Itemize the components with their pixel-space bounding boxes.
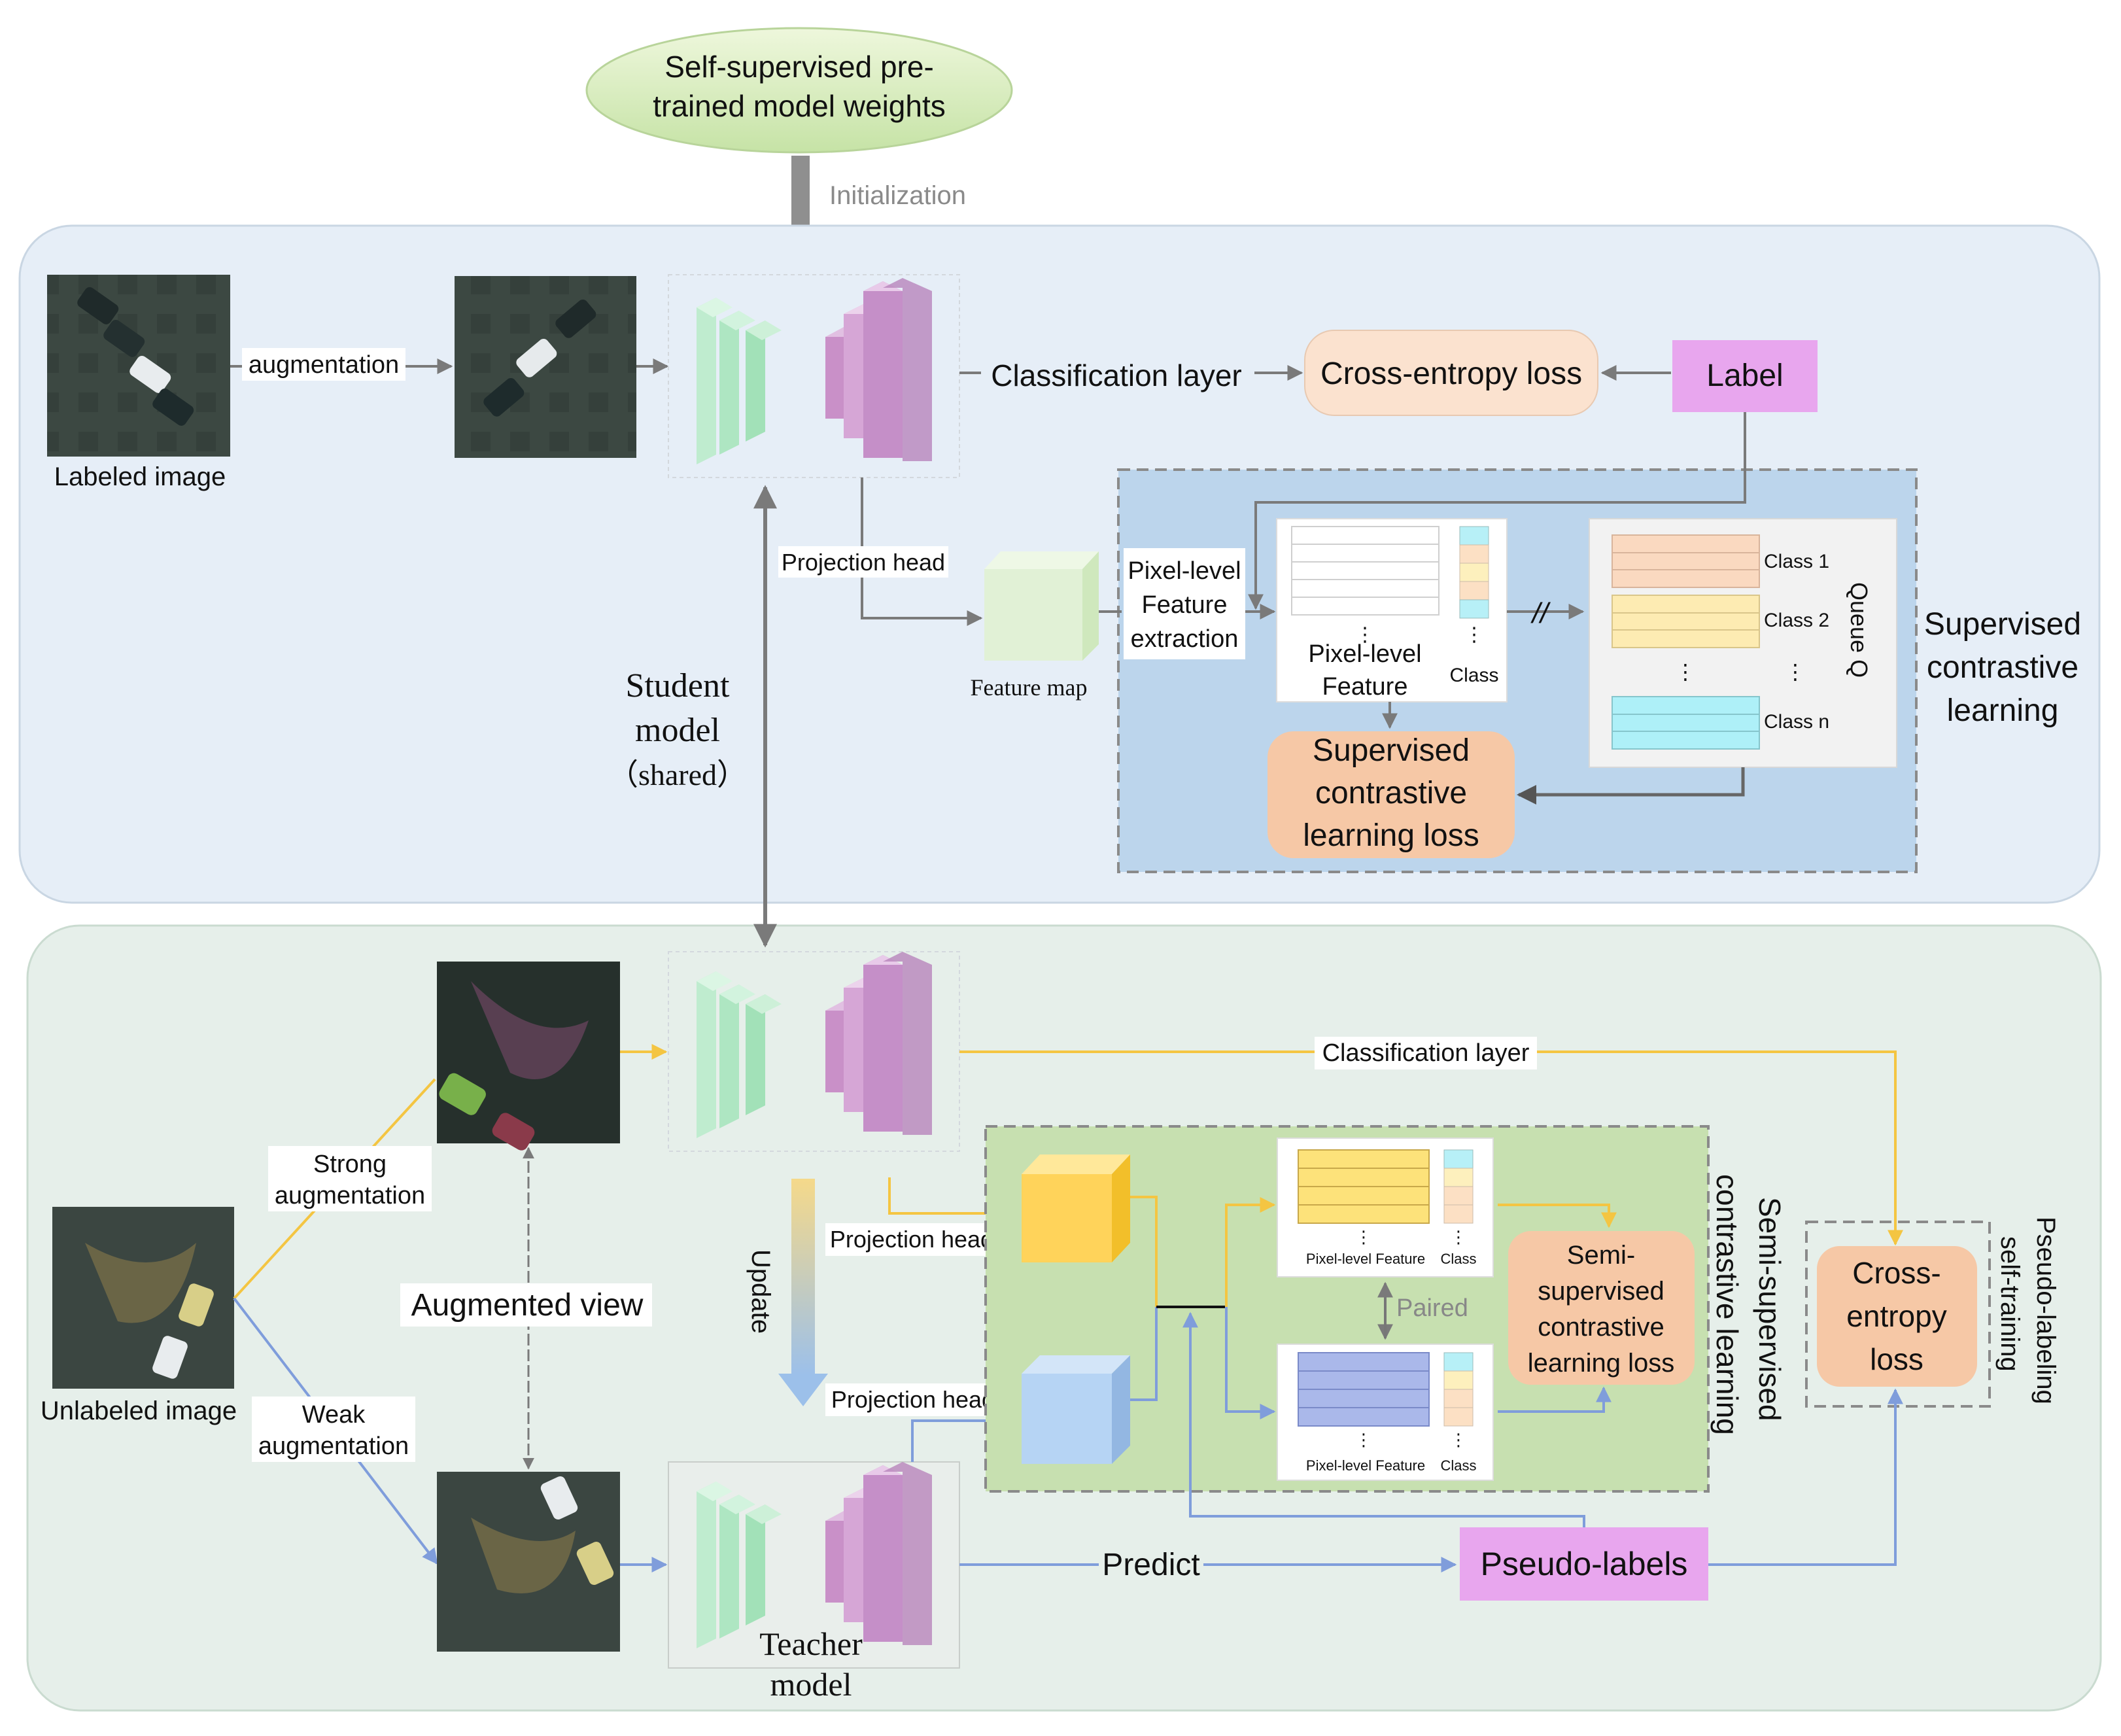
queue-q: ⋮ ⋮ Class 1 Class 2 Class n Queue Q xyxy=(1589,518,1897,768)
svg-text:⋮: ⋮ xyxy=(1450,1227,1467,1247)
semi-section-l2: contrastive learning xyxy=(1710,1174,1744,1435)
pixel-feature-strong: ⋮ ⋮ Pixel-level Feature Class xyxy=(1277,1137,1494,1277)
queue-class-2: Class 2 xyxy=(1764,610,1829,631)
classification-layer-top: Classification layer xyxy=(991,358,1241,392)
supervised-section-l2: contrastive xyxy=(1927,650,2078,685)
update-label: Update xyxy=(746,1249,775,1334)
cross-entropy-loss-top: Cross-entropy loss xyxy=(1304,330,1598,416)
student-model-top xyxy=(668,274,960,478)
teacher-model-l1: Teacher xyxy=(759,1625,863,1662)
pseudo-section-l1: Pseudo-labeling xyxy=(2031,1217,2060,1404)
supervised-section-l3: learning xyxy=(1947,693,2059,728)
queue-title: Queue Q xyxy=(1846,582,1872,678)
augmented-labeled-image xyxy=(455,276,636,458)
queue-class-1: Class 1 xyxy=(1764,551,1829,572)
svg-text:entropy: entropy xyxy=(1846,1299,1946,1333)
pixel-feature-weak: ⋮ ⋮ Pixel-level Feature Class xyxy=(1277,1344,1494,1481)
class-strong-label: Class xyxy=(1440,1251,1476,1267)
classification-layer-bottom: Classification layer xyxy=(1322,1039,1530,1067)
pixel-feature-strong-label: Pixel-level Feature xyxy=(1306,1251,1425,1267)
pixel-extraction-l1: Pixel-level xyxy=(1128,557,1241,585)
initialization-label: Initialization xyxy=(829,181,966,210)
unlabeled-image xyxy=(52,1207,234,1389)
label-box: Label xyxy=(1672,340,1818,412)
svg-text:⋮: ⋮ xyxy=(1355,624,1375,646)
svg-text:contrastive: contrastive xyxy=(1538,1313,1664,1342)
pixel-feature-weak-label: Pixel-level Feature xyxy=(1306,1457,1425,1474)
weak-aug-l2: augmentation xyxy=(258,1432,409,1460)
paired-label: Paired xyxy=(1396,1294,1468,1322)
teacher-model xyxy=(668,1461,960,1669)
pixel-extraction-l3: extraction xyxy=(1131,625,1239,653)
svg-text:Supervised: Supervised xyxy=(1313,733,1470,768)
pseudo-labeling-box xyxy=(1805,1221,1991,1408)
strong-aug-l1: Strong xyxy=(313,1151,387,1178)
svg-text:Self-supervised pre-: Self-supervised pre- xyxy=(664,50,934,84)
svg-text:Label: Label xyxy=(1706,358,1783,393)
class-weak-label: Class xyxy=(1440,1457,1476,1474)
yellow-cube xyxy=(1022,1154,1130,1262)
pretrained-weights-node: Self-supervised pre- trained model weigh… xyxy=(585,27,1013,154)
class-label-top: Class xyxy=(1449,665,1498,686)
projection-head-top: Projection head xyxy=(782,549,945,576)
svg-text:contrastive: contrastive xyxy=(1315,776,1467,810)
projection-head-weak: Projection head xyxy=(831,1386,995,1413)
svg-text:Pseudo-labels: Pseudo-labels xyxy=(1481,1546,1688,1582)
svg-text:supervised: supervised xyxy=(1538,1277,1664,1306)
svg-text:⋮: ⋮ xyxy=(1450,1430,1467,1450)
svg-text:Cross-entropy loss: Cross-entropy loss xyxy=(1320,356,1582,391)
cross-entropy-loss-bottom: Cross- entropy loss xyxy=(1817,1246,1977,1387)
pixel-feature-l1: Pixel-level xyxy=(1308,640,1421,668)
svg-text:⋮: ⋮ xyxy=(1355,1227,1372,1247)
semi-section-l1: Semi-supervised xyxy=(1753,1197,1787,1421)
pixel-extraction-l2: Feature xyxy=(1142,591,1228,619)
strong-aug-image xyxy=(437,962,620,1151)
supervised-contrastive-loss: Supervised contrastive learning loss xyxy=(1267,731,1515,858)
semi-supervised-loss: Semi- supervised contrastive learning lo… xyxy=(1508,1231,1695,1385)
augmented-view-label: Augmented view xyxy=(411,1288,644,1323)
svg-text:⋮: ⋮ xyxy=(1464,624,1484,646)
pseudo-labels-box: Pseudo-labels xyxy=(1460,1527,1708,1601)
svg-text:learning loss: learning loss xyxy=(1303,818,1479,853)
update-arrow xyxy=(778,1179,828,1406)
queue-class-n: Class n xyxy=(1764,711,1829,733)
svg-text:Semi-: Semi- xyxy=(1567,1241,1635,1270)
pseudo-section-l2: self-training xyxy=(1995,1236,2024,1372)
svg-text:trained model weights: trained model weights xyxy=(653,89,945,123)
feature-map-label: Feature map xyxy=(971,674,1088,701)
student-model-bottom xyxy=(668,951,960,1152)
blue-cube xyxy=(1022,1355,1130,1464)
projection-head-strong: Projection head xyxy=(830,1226,993,1253)
stop-gradient-mark: // xyxy=(1530,597,1551,629)
predict-label: Predict xyxy=(1102,1548,1199,1582)
pixel-feature-l2: Feature xyxy=(1322,673,1408,701)
labeled-image xyxy=(47,275,230,457)
supervised-section-l1: Supervised xyxy=(1924,607,2081,642)
teacher-model-l2: model xyxy=(770,1666,852,1703)
labeled-image-label: Labeled image xyxy=(54,462,226,491)
student-model-l3: （shared） xyxy=(608,758,747,791)
weak-aug-l1: Weak xyxy=(302,1401,366,1429)
strong-aug-l2: augmentation xyxy=(275,1182,425,1209)
augmentation-label: augmentation xyxy=(249,351,399,379)
svg-text:⋮: ⋮ xyxy=(1355,1430,1372,1450)
pixel-feature-card: ⋮ ⋮ Pixel-level Feature Class xyxy=(1276,518,1508,703)
svg-text:⋮: ⋮ xyxy=(1785,660,1806,684)
svg-text:loss: loss xyxy=(1870,1342,1923,1376)
unlabeled-image-label: Unlabeled image xyxy=(41,1397,237,1425)
svg-text:Cross-: Cross- xyxy=(1852,1256,1940,1290)
svg-text:learning loss: learning loss xyxy=(1528,1349,1675,1378)
svg-text:⋮: ⋮ xyxy=(1675,660,1696,684)
student-model-l1: Student xyxy=(626,667,730,704)
student-model-l2: model xyxy=(635,712,720,749)
weak-aug-image xyxy=(437,1472,620,1652)
feature-map-cube xyxy=(984,551,1099,661)
